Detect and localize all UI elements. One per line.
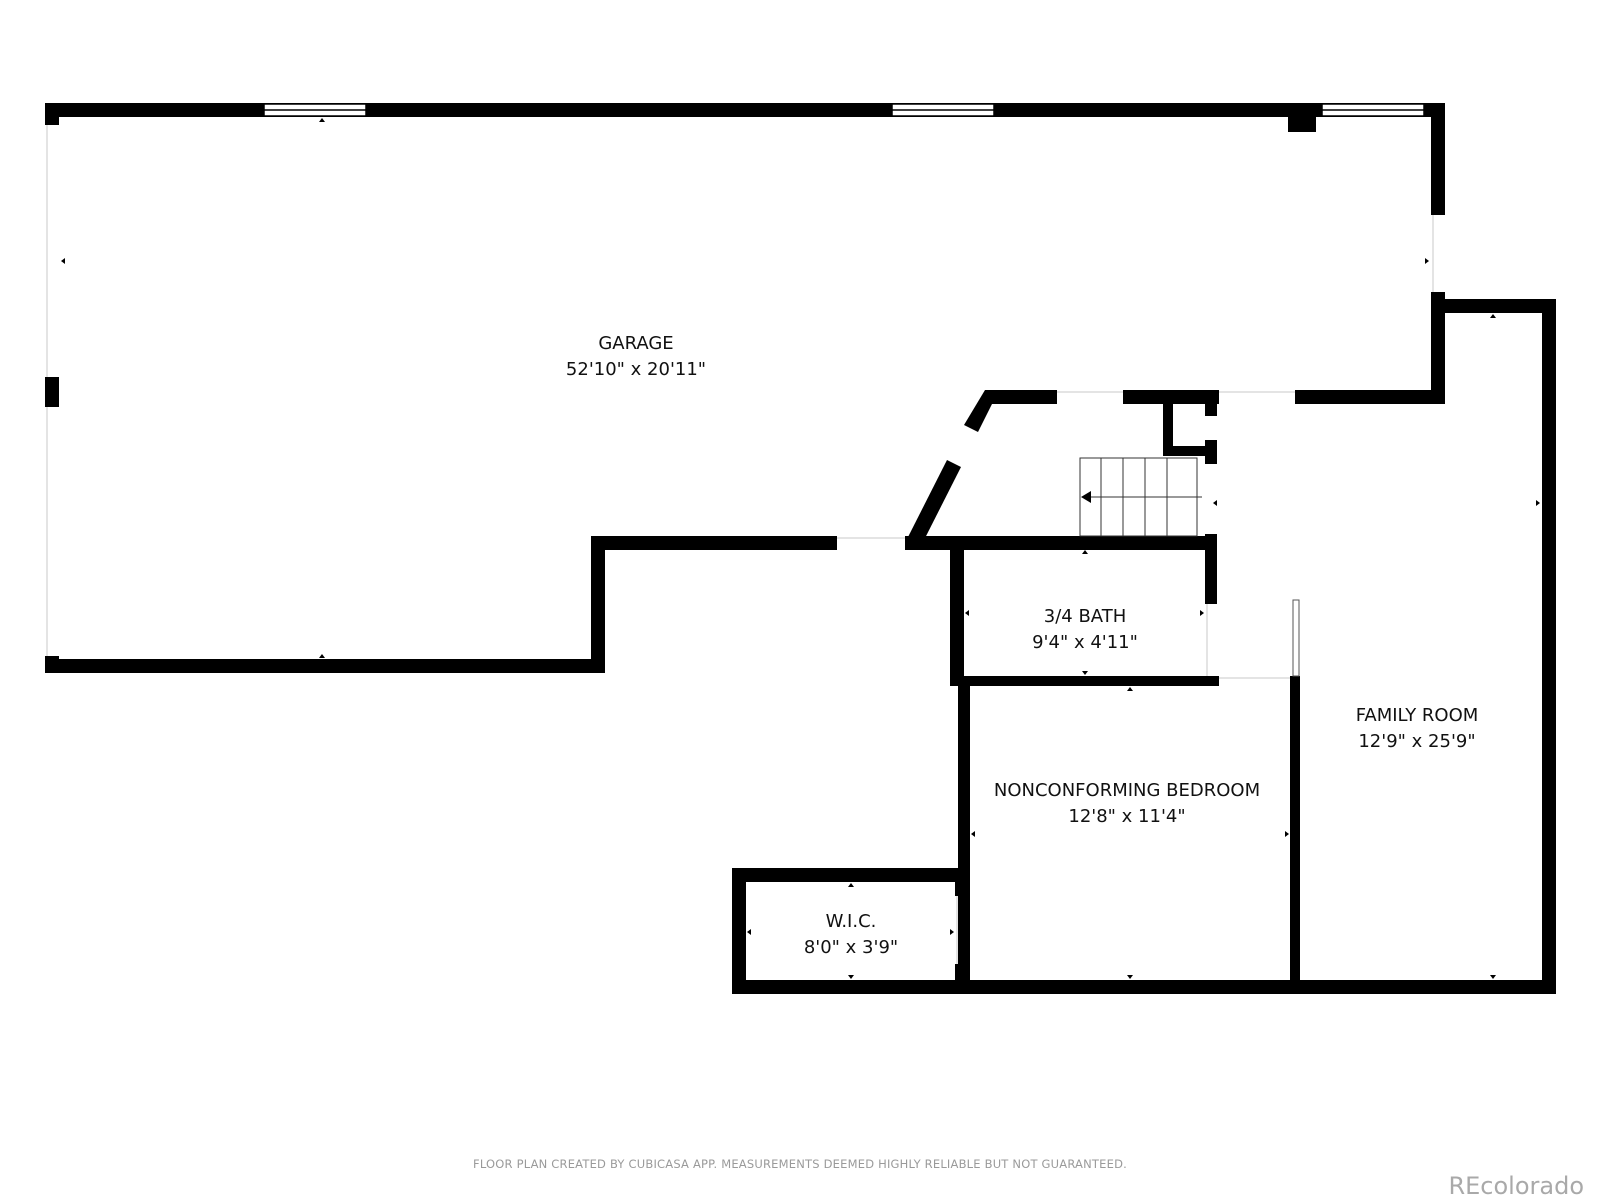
- bedroom-marker-top: [1127, 687, 1133, 691]
- wic-top-wall: [732, 868, 970, 882]
- family-marker-bottom: [1490, 975, 1496, 979]
- family-door-leaf: [1292, 599, 1300, 677]
- wic-label: W.I.C. 8'0" x 3'9": [804, 909, 898, 961]
- garage-label: GARAGE 52'10" x 20'11": [566, 331, 706, 383]
- garage-marker-bottom: [319, 654, 325, 658]
- family-right-wall: [1542, 299, 1556, 994]
- family-room-label: FAMILY ROOM 12'9" x 25'9": [1356, 703, 1479, 755]
- stair-divider-upper: [1205, 404, 1217, 416]
- family-left-wall: [1290, 676, 1300, 994]
- disclaimer-text: FLOOR PLAN CREATED BY CUBICASA APP. MEAS…: [473, 1157, 1127, 1171]
- garage-right-wall-upper: [1431, 103, 1445, 215]
- dimension-markers: [61, 118, 1540, 979]
- garage-step-vertical: [591, 536, 605, 673]
- bath-marker-bottom: [1082, 671, 1088, 675]
- garage-marker-left: [61, 258, 65, 264]
- family-room-name: FAMILY ROOM: [1355, 705, 1479, 726]
- diagonal-wall-lower: [906, 460, 961, 548]
- garage-marker-right: [1425, 258, 1429, 264]
- family-marker-top: [1490, 314, 1496, 318]
- wic-door-jamb-lower: [955, 964, 970, 994]
- garage-step-horizontal-left: [591, 536, 837, 550]
- garage-left-wall-upper: [45, 103, 59, 125]
- bath-marker-top: [1082, 550, 1088, 554]
- family-room-dimensions: 12'9" x 25'9": [1358, 731, 1476, 752]
- wic-marker-left: [747, 929, 751, 935]
- stair-direction-arrow: [1081, 491, 1091, 503]
- bath-name: 3/4 BATH: [1043, 606, 1127, 627]
- bedroom-left-wall: [958, 676, 970, 994]
- wic-marker-right: [950, 929, 954, 935]
- family-marker-right: [1536, 500, 1540, 506]
- openings: [46, 125, 1434, 964]
- stair-top-wall-mid: [1123, 390, 1219, 404]
- wic-marker-top: [848, 883, 854, 887]
- closet-wall-horizontal: [1163, 446, 1213, 456]
- bath-dimensions: 9'4" x 4'11": [1032, 632, 1138, 653]
- bedroom-label: NONCONFORMING BEDROOM 12'8" x 11'4": [994, 778, 1260, 830]
- bath-label: 3/4 BATH 9'4" x 4'11": [1032, 604, 1138, 656]
- garage-right-wall-lower: [1431, 292, 1445, 404]
- wic-door-jamb-upper: [955, 868, 970, 896]
- bottom-wall: [732, 980, 1556, 994]
- wic-name: W.I.C.: [825, 911, 877, 932]
- garage-dimensions: 52'10" x 20'11": [565, 359, 707, 380]
- garage-left-wall-mid: [45, 377, 59, 407]
- wic-marker-bottom: [848, 975, 854, 979]
- garage-pillar: [1288, 110, 1316, 132]
- wic-left-wall: [732, 868, 746, 994]
- closet-wall-vertical: [1163, 404, 1173, 454]
- stair-divider-lower: [1205, 534, 1217, 604]
- stair-divider-mid: [1205, 440, 1217, 464]
- garage-name: GARAGE: [598, 333, 674, 354]
- garage-step-horizontal-right: [905, 536, 1210, 550]
- stair-top-wall-left: [985, 390, 1057, 404]
- stair-marker: [1213, 500, 1217, 506]
- brand-logo: REcolorado: [1448, 1172, 1584, 1200]
- garage-bottom-wall: [45, 659, 605, 673]
- walls: [45, 103, 1556, 994]
- bath-marker-left: [965, 610, 969, 616]
- bedroom-marker-right: [1285, 831, 1289, 837]
- garage-marker-top: [319, 118, 325, 122]
- bedroom-name: NONCONFORMING BEDROOM: [993, 780, 1261, 801]
- bedroom-marker-bottom: [1127, 975, 1133, 979]
- diagonal-wall-upper: [964, 390, 999, 432]
- family-top-wall: [1431, 299, 1556, 313]
- wic-dimensions: 8'0" x 3'9": [803, 937, 899, 958]
- bath-bottom-wall: [950, 676, 1219, 686]
- windows: [263, 103, 1425, 117]
- garage-top-wall: [45, 103, 1445, 117]
- staircase: [1079, 457, 1202, 537]
- stair-top-wall-right: [1295, 390, 1445, 404]
- bath-marker-right: [1200, 610, 1204, 616]
- bedroom-marker-left: [971, 831, 975, 837]
- bath-left-wall: [950, 548, 964, 684]
- bedroom-dimensions: 12'8" x 11'4": [1068, 806, 1186, 827]
